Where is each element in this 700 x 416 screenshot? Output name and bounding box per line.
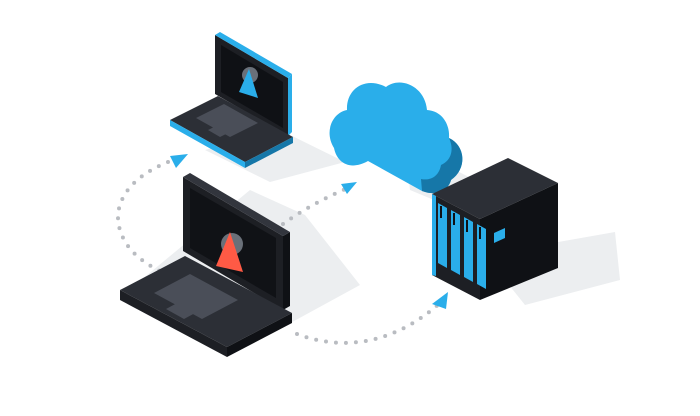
arrow-icon xyxy=(432,292,448,309)
path-small-to-large xyxy=(116,160,170,274)
laptop-icon xyxy=(120,173,292,357)
large-laptop-screen-top xyxy=(183,173,290,236)
nas-drive-bays xyxy=(438,203,486,289)
large-laptop-base-front xyxy=(120,290,227,357)
bay-slot xyxy=(466,220,468,232)
small-laptop-screen-edge xyxy=(215,32,292,78)
nas-bay-slots xyxy=(440,206,481,239)
arrow-icon xyxy=(341,182,357,194)
drive-bay xyxy=(477,224,486,289)
arrow-icon xyxy=(170,154,188,168)
cloud-body xyxy=(329,82,463,194)
path-large-to-nas xyxy=(295,301,442,345)
drive-bay xyxy=(464,217,473,282)
small-laptop-keyboard xyxy=(196,104,258,137)
sync-paths xyxy=(116,160,442,345)
large-laptop-base-side xyxy=(227,313,292,357)
bay-slot xyxy=(453,213,455,225)
small-laptop-logo-triangle xyxy=(239,69,258,98)
nas-server-icon xyxy=(432,158,558,300)
nas-front-edge xyxy=(432,194,436,276)
large-laptop-trackpad xyxy=(166,302,197,319)
large-laptop-screen-side xyxy=(283,232,290,310)
small-laptop-base-side xyxy=(245,137,293,168)
bay-slot xyxy=(440,206,442,218)
nas-top xyxy=(432,158,558,219)
large-laptop-keyboard xyxy=(154,274,238,319)
cloud-side xyxy=(421,138,463,194)
small-laptop-screen-side xyxy=(288,74,292,136)
large-laptop-logo-triangle xyxy=(216,232,243,272)
small-laptop-base-front xyxy=(170,120,245,168)
nas-side xyxy=(480,183,558,300)
path-large-to-cloud xyxy=(281,185,352,226)
laptop-icon xyxy=(170,32,293,168)
nas-button xyxy=(494,228,505,243)
drive-bay xyxy=(438,203,447,268)
drive-bay xyxy=(451,210,460,275)
bay-slot xyxy=(479,227,481,239)
small-laptop-trackpad xyxy=(208,125,230,137)
sync-arrows xyxy=(170,154,448,309)
cloud-icon xyxy=(329,82,463,194)
